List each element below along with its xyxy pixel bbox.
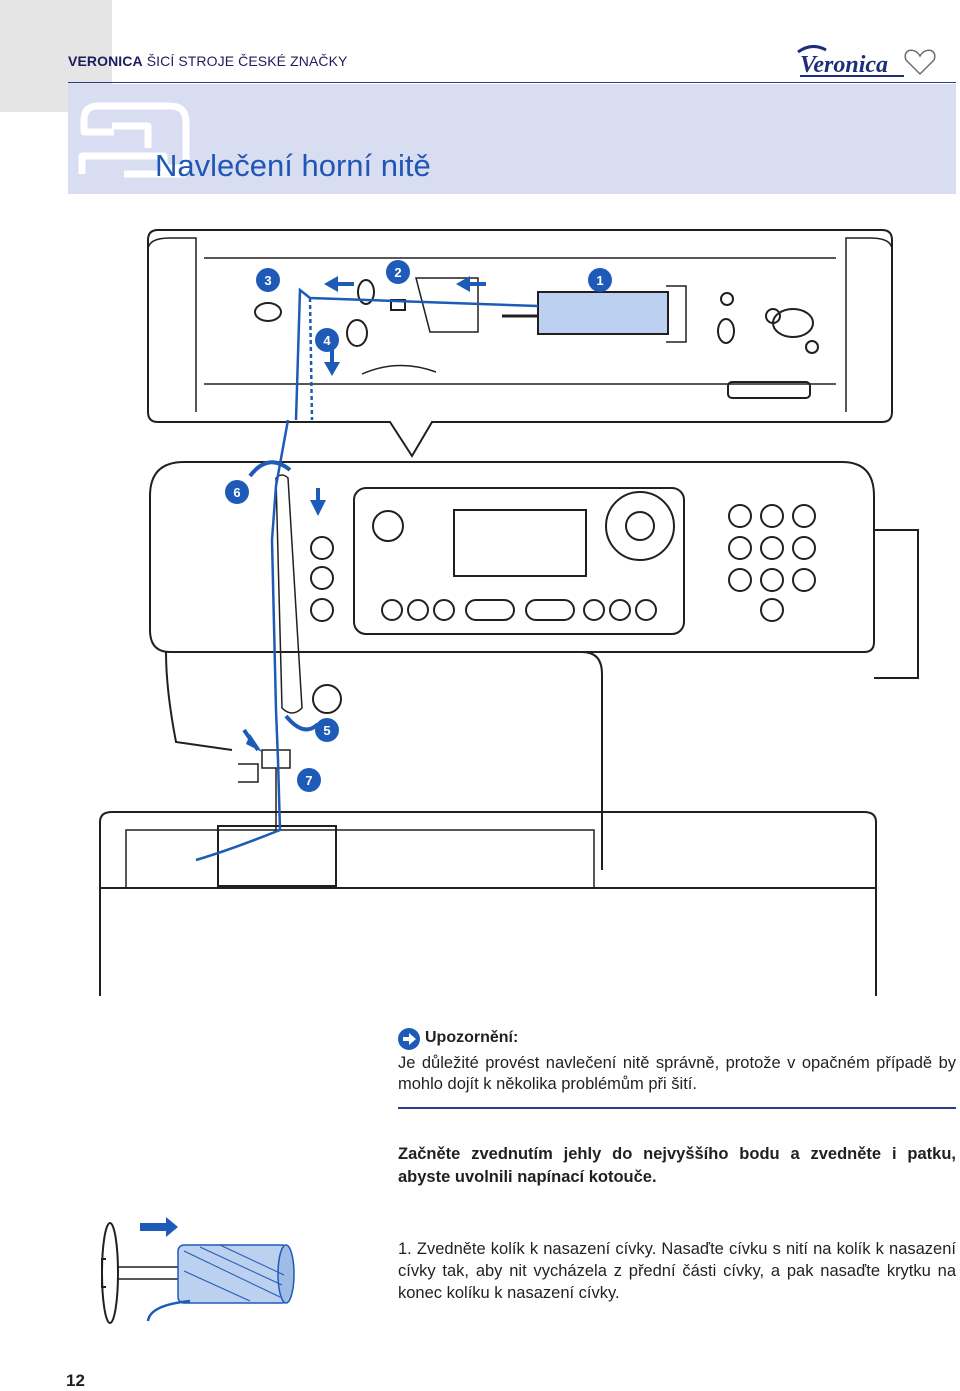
- callout-6: 6: [233, 485, 240, 500]
- brand-tagline: ŠICÍ STROJE ČESKÉ ZNAČKY: [146, 53, 348, 69]
- sewing-machine-icon: [78, 102, 190, 178]
- callout-7: 7: [305, 773, 312, 788]
- header-rule: [68, 82, 956, 83]
- veronica-logo: Veronica: [797, 45, 936, 78]
- threading-illustration: 1 2 3 4 5 6 7: [99, 229, 919, 996]
- step-1-text: 1. Zvedněte kolík k nasazení cívky. Nasa…: [398, 1240, 956, 1302]
- page-title: Navlečení horní nitě: [155, 148, 431, 183]
- logo-text: Veronica: [800, 52, 888, 78]
- title-band: [68, 84, 956, 194]
- page-number: 12: [66, 1371, 85, 1390]
- callout-5: 5: [323, 723, 330, 738]
- spool-pin-illustration: [101, 1217, 295, 1324]
- intro-instruction: Začněte zvednutím jehly do nejvyššího bo…: [398, 1145, 956, 1186]
- notice-text: Je důležité provést navlečení nitě správ…: [398, 1054, 956, 1093]
- callout-1: 1: [596, 273, 603, 288]
- arrow-right-icon: [398, 1028, 420, 1050]
- callout-4: 4: [323, 333, 331, 348]
- notice-title: Upozornění:: [425, 1029, 519, 1046]
- notice-rule: [398, 1107, 956, 1109]
- callout-2: 2: [394, 265, 401, 280]
- brand-header: VERONICA ŠICÍ STROJE ČESKÉ ZNAČKY: [68, 53, 347, 69]
- brand-name: VERONICA: [68, 53, 143, 69]
- callout-3: 3: [264, 273, 271, 288]
